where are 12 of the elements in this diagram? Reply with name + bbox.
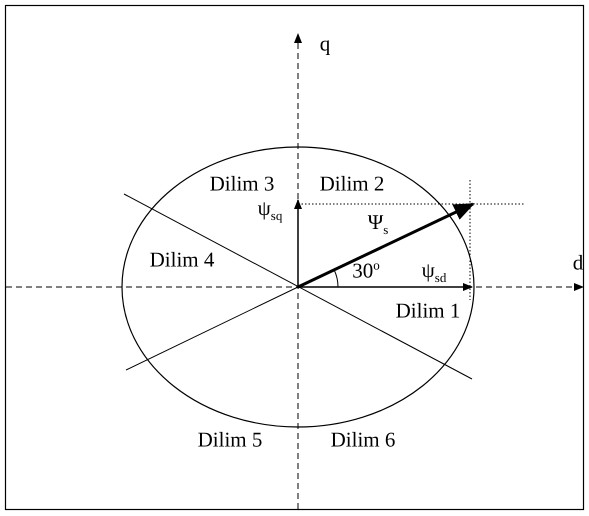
vector-label: ψ$_{sq}$ <box>258 198 282 222</box>
sector-label: Dilim 1 <box>396 300 460 322</box>
sector-label: Dilim 4 <box>150 250 214 270</box>
vector-label: ψ$_{sd}$ <box>422 260 446 284</box>
sector-label: Dilim 2 <box>320 174 384 194</box>
sector-label: Dilim 5 <box>198 430 262 450</box>
angle-label: 30$^{o}$ <box>352 258 380 282</box>
sector-label: Dilim 3 <box>210 174 274 194</box>
axis-label: q <box>320 34 330 54</box>
axis-label: d <box>572 252 584 274</box>
sector-label: Dilim 6 <box>330 430 396 450</box>
vector-label: Ψ$_{s}$ <box>368 212 388 236</box>
